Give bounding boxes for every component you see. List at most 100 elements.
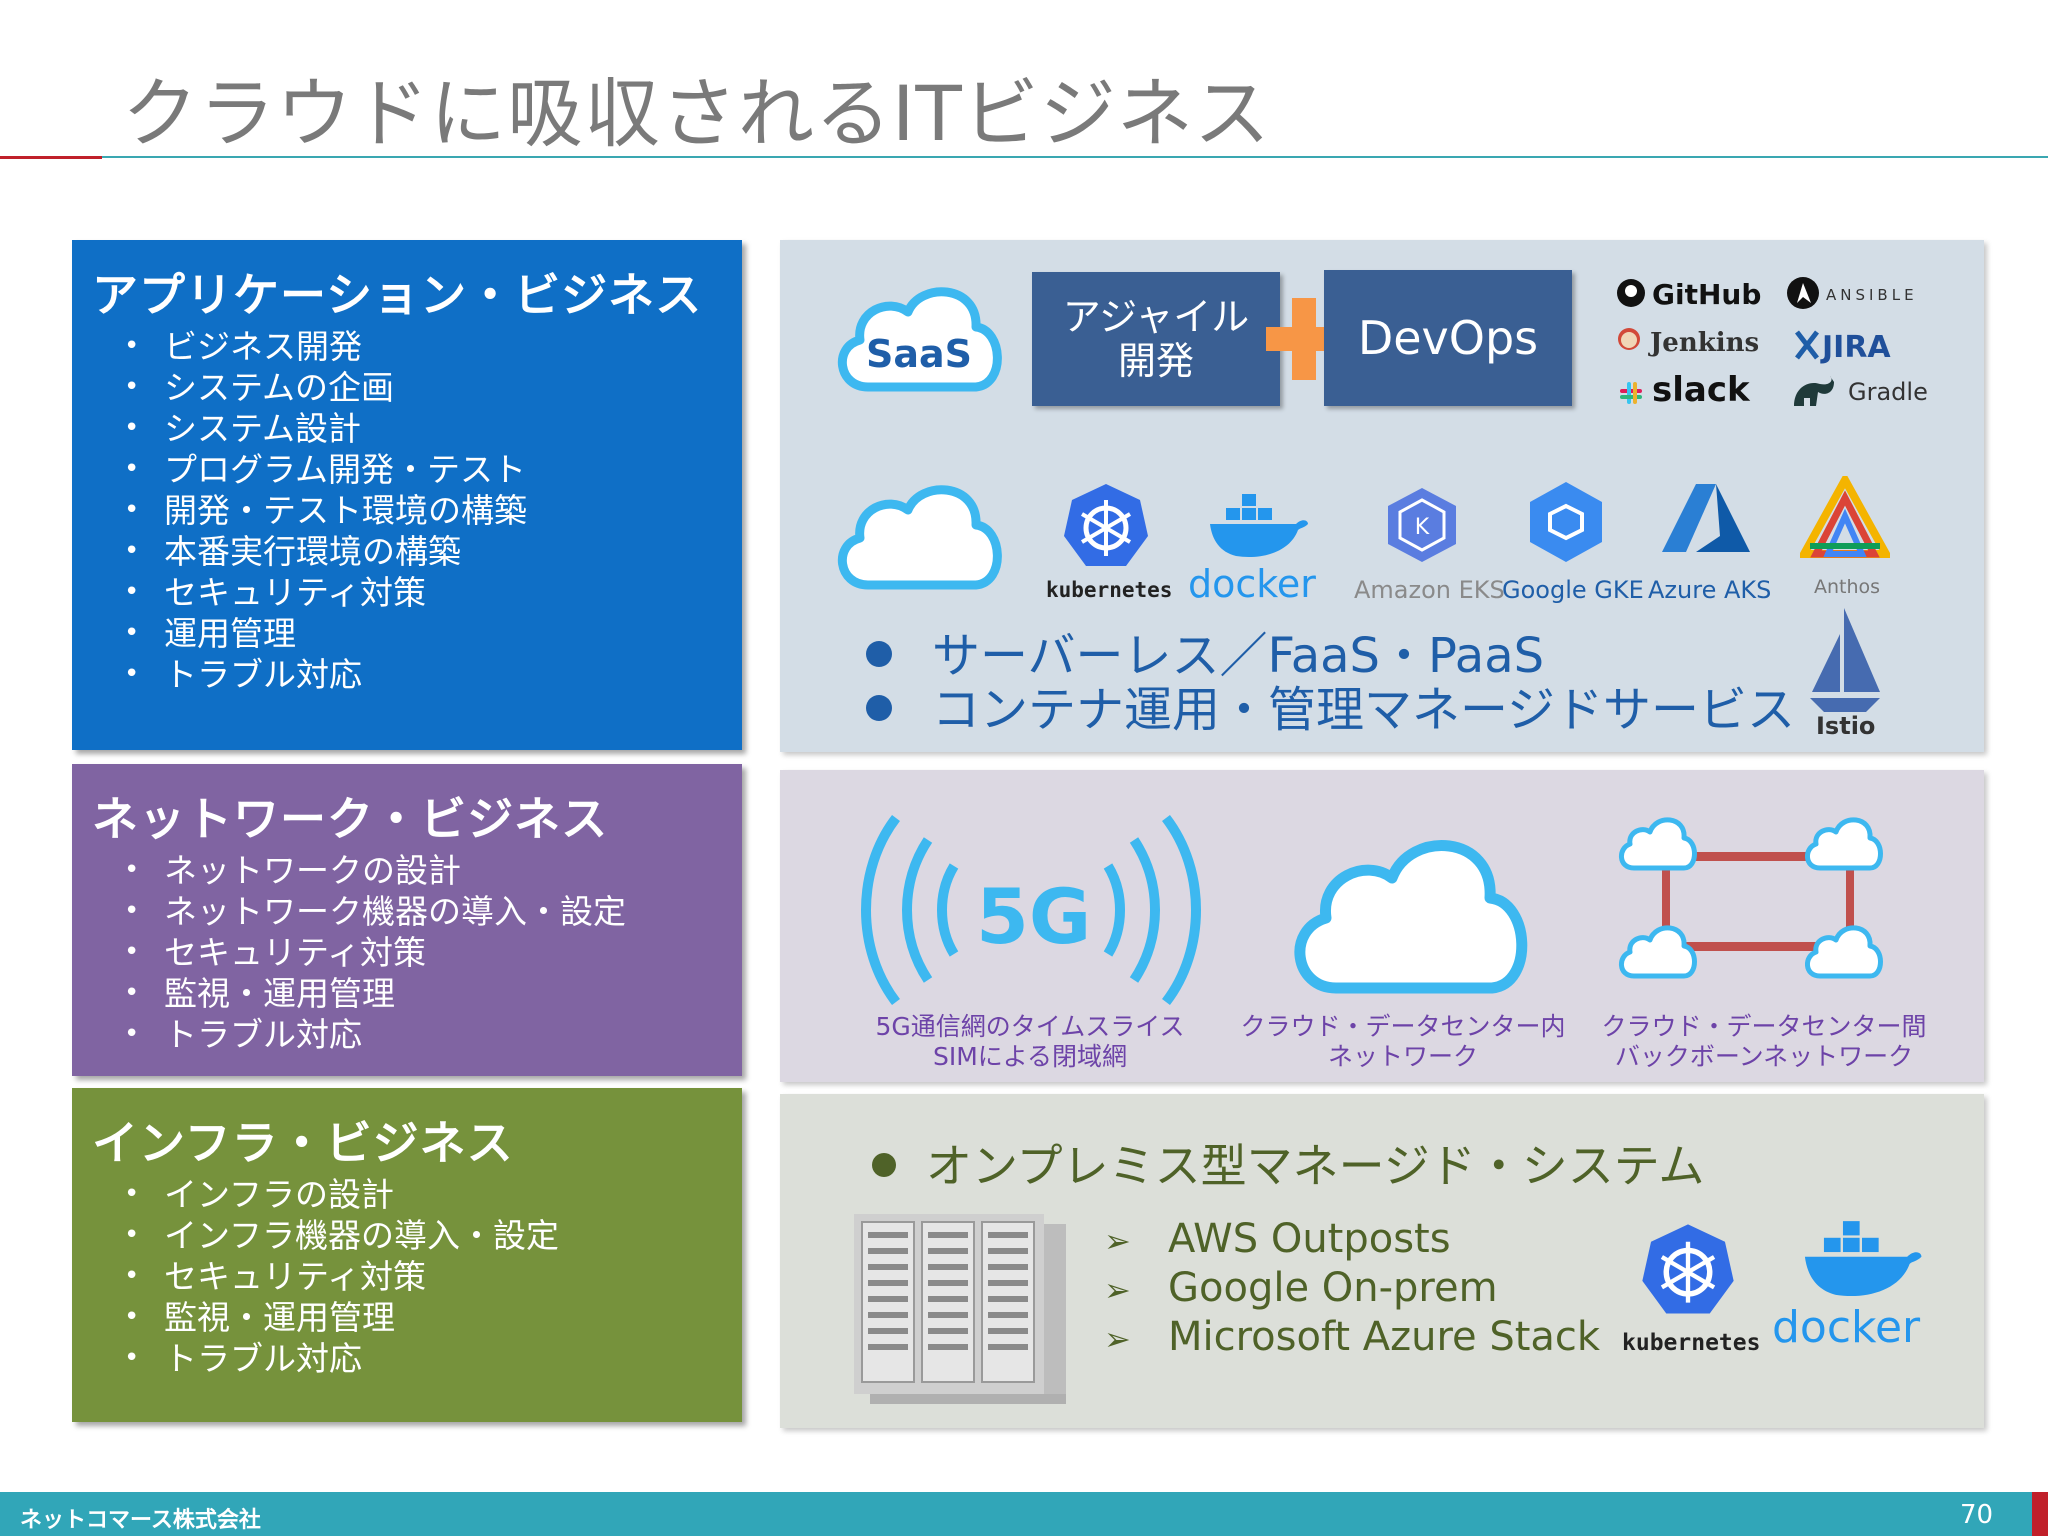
list-item: インフラ機器の導入・設定	[124, 1215, 742, 1256]
application-business-heading: アプリケーション・ビジネス	[92, 268, 703, 322]
saas-label: SaaS	[866, 332, 973, 376]
5g-signal-icon	[861, 814, 1201, 1006]
istio-icon	[1810, 608, 1880, 712]
server-rack-icon	[854, 1214, 1066, 1404]
docker-icon	[1804, 1221, 1922, 1297]
ansible-icon	[1787, 277, 1819, 309]
list-item: システムの企画	[124, 367, 742, 408]
caption-line: ネットワーク	[1327, 1042, 1478, 1071]
gradle-icon	[1794, 376, 1834, 406]
list-item: 監視・運用管理	[124, 973, 742, 1014]
list-item: 開発・テスト環境の構築	[124, 490, 742, 531]
title-rule-red	[0, 156, 102, 159]
list-item: ネットワークの設計	[124, 850, 742, 891]
list-item: トラブル対応	[124, 1014, 742, 1055]
container-bullet: コンテナ運用・管理マネージドサービス	[866, 670, 1795, 740]
list-item: ➢Microsoft Azure Stack	[1104, 1314, 1600, 1363]
infra-business-box: インフラ・ビジネス インフラの設計 インフラ機器の導入・設定 セキュリティ対策 …	[72, 1088, 742, 1422]
kubernetes-icon	[1064, 484, 1148, 566]
onprem-text: オンプレミス型マネージド・システム	[926, 1139, 1705, 1193]
5g-label: 5G	[976, 872, 1092, 961]
caption-line: クラウド・データセンター間	[1601, 1012, 1927, 1041]
list-item: セキュリティ対策	[124, 572, 742, 613]
intra-datacenter-caption: クラウド・データセンター内 ネットワーク	[1236, 1012, 1570, 1072]
azure-aks-icon	[1662, 484, 1750, 552]
serverless-text: サーバーレス／FaaS・PaaS	[932, 628, 1545, 684]
datacenter-cloud-icon	[1294, 840, 1528, 994]
list-item: セキュリティ対策	[124, 1256, 742, 1297]
caption-line: クラウド・データセンター内	[1240, 1012, 1566, 1041]
jenkins-icon	[1618, 328, 1640, 350]
network-business-list: ネットワークの設計 ネットワーク機器の導入・設定 セキュリティ対策 監視・運用管…	[92, 850, 742, 1055]
anthos-logo: Anthos	[1814, 576, 1881, 598]
infra-business-list: インフラの設計 インフラ機器の導入・設定 セキュリティ対策 監視・運用管理 トラ…	[92, 1174, 742, 1379]
container-text: コンテナ運用・管理マネージドサービス	[932, 682, 1796, 738]
slide-title: クラウドに吸収されるITビジネス	[122, 69, 1271, 158]
agile-label-line2: 開発	[1117, 339, 1194, 383]
github-logo: GitHub	[1652, 278, 1762, 311]
google-gke-icon	[1530, 482, 1602, 562]
google-gke-logo: Google GKE	[1502, 576, 1644, 604]
docker-logo: docker	[1188, 562, 1316, 606]
caption-line: バックボーンネットワーク	[1614, 1042, 1914, 1071]
list-item: トラブル対応	[124, 654, 742, 695]
list-item: システム設計	[124, 408, 742, 449]
caption-line: SIMによる閉域網	[932, 1042, 1128, 1071]
footer-bar	[0, 1492, 2032, 1536]
list-item: セキュリティ対策	[124, 932, 742, 973]
caption-line: 5G通信網のタイムスライス	[875, 1012, 1185, 1041]
backbone-network-icon	[1619, 817, 1883, 979]
jenkins-logo: Jenkins	[1650, 328, 1760, 358]
arrow-icon: ➢	[1104, 1271, 1131, 1309]
bullet-dot	[866, 641, 892, 667]
bullet-dot	[866, 695, 892, 721]
slack-logo: slack	[1652, 370, 1750, 410]
istio-logo: Istio	[1816, 712, 1876, 740]
list-item: 運用管理	[124, 613, 742, 654]
inter-datacenter-caption: クラウド・データセンター間 バックボーンネットワーク	[1594, 1012, 1934, 1072]
docker-icon	[1210, 494, 1308, 557]
list-item: インフラの設計	[124, 1174, 742, 1215]
list-item: ビジネス開発	[124, 326, 742, 367]
network-business-heading: ネットワーク・ビジネス	[92, 792, 609, 846]
application-business-box: アプリケーション・ビジネス ビジネス開発 システムの企画 システム設計 プログラ…	[72, 240, 742, 750]
slack-icon	[1620, 382, 1642, 404]
github-icon	[1617, 279, 1645, 307]
jira-icon	[1795, 330, 1819, 360]
devops-box: DevOps	[1324, 270, 1572, 406]
serverless-bullet: サーバーレス／FaaS・PaaS	[866, 616, 1544, 686]
list-item: 本番実行環境の構築	[124, 531, 742, 572]
company-name: ネットコマース株式会社	[20, 1508, 261, 1533]
kubernetes-logo: kubernetes	[1622, 1330, 1761, 1356]
svg-text:K: K	[1415, 515, 1430, 540]
application-business-list: ビジネス開発 システムの企画 システム設計 プログラム開発・テスト 開発・テスト…	[92, 326, 742, 695]
list-item: 監視・運用管理	[124, 1297, 742, 1338]
anthos-icon	[1800, 476, 1890, 558]
ansible-logo: ANSIBLE	[1826, 286, 1918, 304]
title-rule-teal	[102, 156, 2048, 158]
list-item: プログラム開発・テスト	[124, 449, 742, 490]
azure-aks-logo: Azure AKS	[1648, 576, 1772, 604]
network-business-box: ネットワーク・ビジネス ネットワークの設計 ネットワーク機器の導入・設定 セキュ…	[72, 764, 742, 1076]
amazon-eks-logo: Amazon EKS	[1354, 576, 1505, 604]
bullet-dot	[872, 1152, 896, 1177]
arrow-icon: ➢	[1104, 1320, 1131, 1358]
5g-caption: 5G通信網のタイムスライス SIMによる閉域網	[870, 1012, 1190, 1072]
amazon-eks-icon: K	[1388, 488, 1456, 562]
footer-accent	[2032, 1492, 2048, 1536]
kubernetes-icon	[1642, 1224, 1734, 1314]
page-number: 70	[1960, 1500, 1994, 1530]
list-item: ➢Google On-prem	[1104, 1265, 1600, 1314]
docker-logo: docker	[1772, 1302, 1921, 1353]
list-item: トラブル対応	[124, 1338, 742, 1379]
list-item: ➢AWS Outposts	[1104, 1216, 1600, 1265]
agile-development-box: アジャイル 開発	[1032, 272, 1280, 406]
onprem-bullet: オンプレミス型マネージド・システム	[872, 1130, 1704, 1196]
onprem-products-list: ➢AWS Outposts ➢Google On-prem ➢Microsoft…	[1104, 1216, 1600, 1363]
container-cloud-icon	[838, 485, 1002, 590]
saas-cloud-icon	[838, 287, 1002, 392]
kubernetes-logo: kubernetes	[1046, 578, 1173, 602]
infra-business-heading: インフラ・ビジネス	[92, 1116, 514, 1170]
list-item: ネットワーク機器の導入・設定	[124, 891, 742, 932]
jira-logo: JIRA	[1822, 330, 1891, 365]
